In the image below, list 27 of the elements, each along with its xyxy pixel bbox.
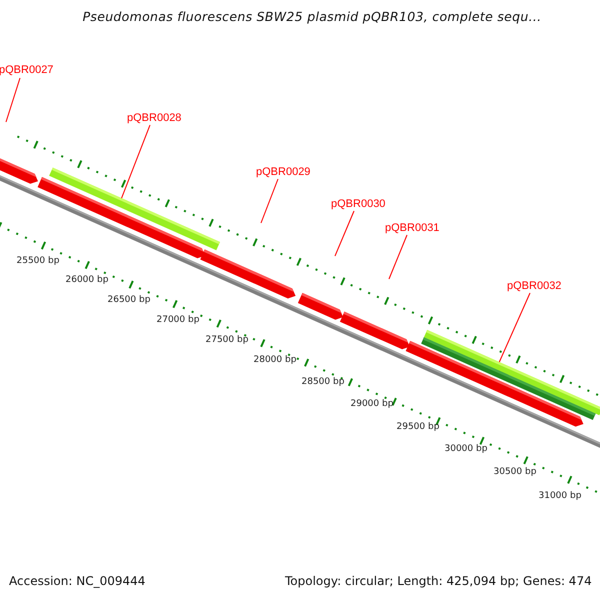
scale-label: 31000 bp: [538, 492, 582, 500]
scale-label: 29500 bp: [396, 422, 440, 432]
gene-label: pQBR0031: [385, 222, 440, 234]
scale-label: 26000 bp: [66, 276, 108, 284]
leader-line: [6, 78, 20, 122]
scale-label: 25500 bp: [16, 256, 60, 266]
scale-label: 30000 bp: [444, 444, 488, 454]
leader-line: [260, 178, 278, 224]
footer-text: Topology: circular; Length: 425,094 bp; Genes: 474: [285, 575, 592, 587]
gene-label: pQBR0029: [256, 166, 310, 178]
leader-line: [388, 234, 408, 280]
scale-label: 27500 bp: [206, 336, 248, 344]
scale-label: 30500 bp: [494, 468, 536, 476]
scale-label: 28500 bp: [302, 378, 344, 386]
gene-label: pQBR0032: [507, 280, 562, 292]
scale-label: 29000 bp: [350, 400, 394, 408]
scale-label: 27000 bp: [156, 316, 200, 324]
leader-line: [121, 124, 150, 199]
gene-label: pQBR0030: [331, 198, 386, 210]
leader-line: [334, 210, 354, 256]
title: Pseudomonas fluorescens SBW25 plasmid pQBR103, complete sequ...: [82, 11, 542, 24]
gene-label: pQBR0027: [0, 64, 54, 76]
leader-line: [498, 292, 530, 362]
scale-label: 26500 bp: [108, 296, 150, 304]
footer-text: Accession: NC_009444: [9, 575, 146, 587]
scale-label: 28000 bp: [254, 356, 296, 364]
gene-label: pQBR0028: [127, 112, 182, 124]
